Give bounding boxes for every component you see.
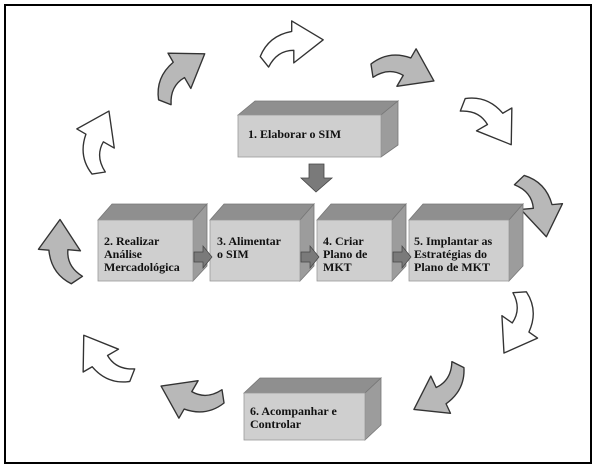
step3-label: 3. Alimentar o SIM: [217, 234, 281, 261]
cycle-arrow-top-right-2: [455, 80, 529, 160]
outer-border: [4, 4, 592, 464]
box-step1: [236, 100, 400, 158]
step4-label: 4. Criar Plano de MKT: [323, 234, 368, 274]
connector-arrow-4-5: [392, 245, 412, 269]
down-arrow: [299, 163, 334, 193]
box-step6: [242, 377, 383, 441]
cycle-arrow-top-left-2: [60, 100, 134, 180]
connector-arrow-2-3: [193, 245, 213, 269]
step6-label: 6. Acompanhar e Controlar: [250, 404, 337, 431]
step5-label: 5. Implantar as Estratégias do Plano de …: [414, 234, 493, 274]
box-step4: [316, 202, 407, 283]
step2-label: 2. Realizar Análise Mercadológica: [104, 234, 180, 274]
cycle-arrow-top: [259, 20, 324, 68]
cycle-arrow-left: [35, 217, 88, 286]
cycle-arrow-top-right-1: [365, 32, 445, 106]
cycle-arrow-top-left-1: [140, 36, 220, 110]
cycle-arrow-bottom-right-2: [401, 357, 480, 428]
box-step5: [408, 202, 524, 283]
cycle-arrow-bottom-left-1: [150, 361, 230, 435]
box-step2: [97, 202, 208, 283]
cycle-arrow-bottom-right-1: [480, 285, 557, 365]
step1-label: 1. Elaborar o SIM: [248, 127, 342, 141]
connector-arrow-3-4: [300, 245, 320, 269]
cycle-arrow-bottom-left-2: [66, 320, 140, 400]
